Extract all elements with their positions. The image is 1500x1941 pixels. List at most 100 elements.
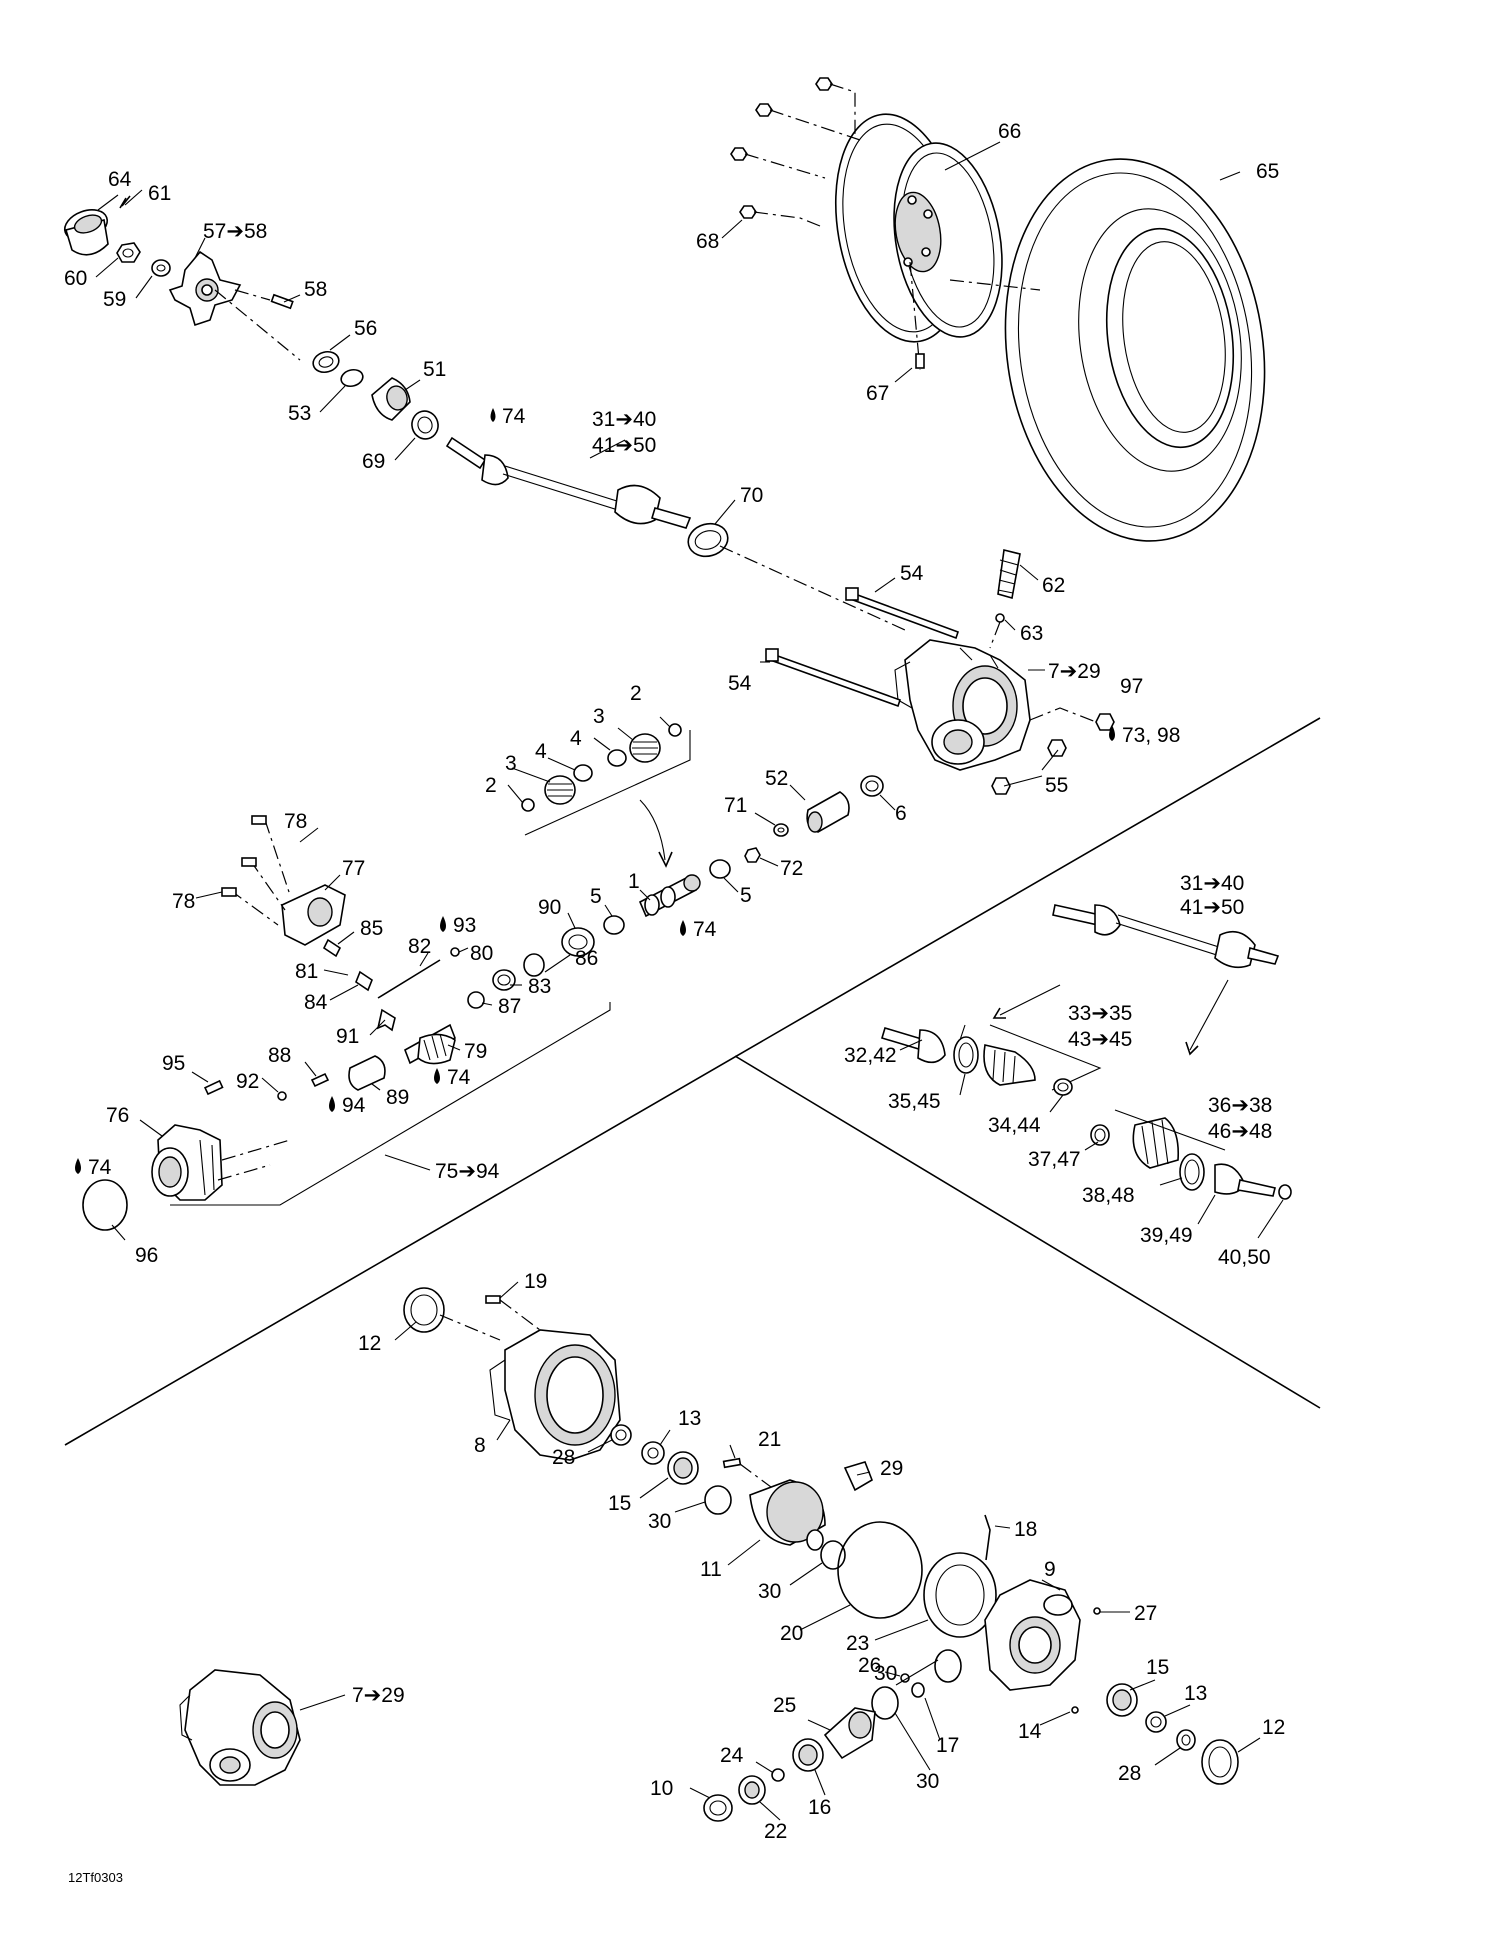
callout-89: 89 xyxy=(386,1086,409,1109)
nut-part-72 xyxy=(744,847,761,863)
spring-part-3-upper xyxy=(629,733,661,763)
callout-8: 8 xyxy=(474,1434,486,1457)
callout-57-58: 57➔58 xyxy=(203,220,267,243)
nuts-part-55 xyxy=(991,739,1067,795)
cap-part-2-lower xyxy=(521,798,535,812)
ring-part-86 xyxy=(523,953,545,977)
callout-83: 83 xyxy=(528,975,551,998)
callout-43-45: 43➔45 xyxy=(1068,1028,1132,1051)
spring-part-3-lower xyxy=(544,775,576,805)
callout-78-b: 78 xyxy=(172,890,195,913)
callout-15-b: 15 xyxy=(1146,1656,1169,1679)
callout-74-a: 74 xyxy=(502,405,526,428)
callout-26: 26 xyxy=(858,1654,881,1677)
housing-part-8 xyxy=(489,1329,621,1461)
seal-part-69 xyxy=(411,410,439,440)
mounting-bolt-part-54 xyxy=(765,587,960,708)
fitting-part-63 xyxy=(989,613,1005,649)
bearing-part-51 xyxy=(371,377,411,421)
bearing-part-22 xyxy=(738,1775,766,1805)
callout-84: 84 xyxy=(304,991,328,1014)
wheel-nuts-part-68 xyxy=(730,77,1041,371)
washer-part-71 xyxy=(773,823,789,837)
callout-66: 66 xyxy=(998,120,1021,143)
callout-90: 90 xyxy=(538,896,561,919)
screw-part-88 xyxy=(310,1072,330,1088)
spacer-part-17 xyxy=(911,1682,925,1698)
ring-part-28-left xyxy=(610,1424,632,1446)
callout-54-b: 54 xyxy=(728,672,752,695)
callout-51: 51 xyxy=(423,358,446,381)
ring-part-4-lower xyxy=(573,764,593,782)
callout-52: 52 xyxy=(765,767,788,790)
ring-part-5-right xyxy=(709,859,731,879)
seal-part-12-left xyxy=(403,1287,501,1341)
wheel-stud-part-58 xyxy=(234,289,294,310)
callout-labels: 64 61 57➔58 60 59 58 56 53 51 69 74 31➔4… xyxy=(64,120,1285,1885)
callout-92: 92 xyxy=(236,1070,259,1093)
callout-73-98: 73, 98 xyxy=(1122,724,1180,747)
callout-31-40-b: 31➔40 xyxy=(1180,872,1244,895)
screw-part-27 xyxy=(1093,1607,1101,1615)
callout-72: 72 xyxy=(780,857,803,880)
callout-63: 63 xyxy=(1020,622,1043,645)
valve-stem-part-67 xyxy=(915,353,925,369)
callout-18: 18 xyxy=(1014,1518,1037,1541)
callout-2-b: 2 xyxy=(485,774,497,797)
seal-part-83 xyxy=(492,969,516,991)
callout-23: 23 xyxy=(846,1632,869,1655)
callout-34-44: 34,44 xyxy=(988,1114,1041,1137)
callout-20: 20 xyxy=(780,1622,803,1645)
o-ring-part-96 xyxy=(82,1179,128,1231)
callout-32-42: 32,42 xyxy=(844,1044,897,1067)
clip-part-40-50 xyxy=(1278,1184,1292,1200)
callout-30-a: 30 xyxy=(648,1510,671,1533)
callout-15-a: 15 xyxy=(608,1492,631,1515)
assembled-differential-7-29 xyxy=(179,1669,301,1786)
oil-drop-icon-93 xyxy=(440,916,446,932)
ring-part-4-upper xyxy=(607,749,627,767)
nut-part-26 xyxy=(900,1673,910,1683)
callout-12-a: 12 xyxy=(358,1332,381,1355)
callout-59: 59 xyxy=(103,288,126,311)
callout-64: 64 xyxy=(108,168,132,191)
boot-part-36-38 xyxy=(1114,1109,1226,1169)
callout-13-b: 13 xyxy=(1184,1682,1207,1705)
gear-part-79 xyxy=(404,1023,456,1065)
callout-7-29-b: 7➔29 xyxy=(352,1684,405,1707)
callout-41-50-b: 41➔50 xyxy=(1180,896,1244,919)
callout-78-a: 78 xyxy=(284,810,307,833)
callout-67: 67 xyxy=(866,382,889,405)
callout-69: 69 xyxy=(362,450,385,473)
callout-7-29-a: 7➔29 xyxy=(1048,660,1101,683)
callout-76: 76 xyxy=(106,1104,129,1127)
ring-part-13-right xyxy=(1145,1711,1167,1733)
callout-5-b: 5 xyxy=(590,885,602,908)
leader-lines xyxy=(95,141,1284,1821)
screw-part-95 xyxy=(203,1079,224,1096)
section-divider-lines xyxy=(64,717,1321,1446)
callout-36-38: 36➔38 xyxy=(1208,1094,1272,1117)
callout-71: 71 xyxy=(724,794,747,817)
oil-drop-icon-73-98 xyxy=(1109,725,1115,741)
breather-hose-part-62 xyxy=(997,549,1021,600)
ring-part-35-45 xyxy=(953,1036,979,1074)
ring-part-53 xyxy=(340,368,364,388)
callout-79: 79 xyxy=(464,1040,487,1063)
oil-drop-icon-74-c xyxy=(434,1068,440,1084)
callout-30-b: 30 xyxy=(758,1580,781,1603)
callout-1: 1 xyxy=(628,870,640,893)
hub-cap-part-64 xyxy=(63,209,109,256)
bushing-part-6 xyxy=(860,775,884,797)
callout-14: 14 xyxy=(1018,1720,1042,1743)
oil-drop-icon-74-d xyxy=(75,1158,81,1174)
callout-28-a: 28 xyxy=(552,1446,575,1469)
callout-9: 9 xyxy=(1044,1558,1056,1581)
callout-37-47: 37,47 xyxy=(1028,1148,1081,1171)
callout-10: 10 xyxy=(650,1777,673,1800)
tire-part-65 xyxy=(1004,158,1266,542)
seal-part-10 xyxy=(703,1794,733,1822)
callout-91: 91 xyxy=(336,1025,359,1048)
shim-part-30-a xyxy=(704,1485,732,1515)
callout-65: 65 xyxy=(1256,160,1279,183)
